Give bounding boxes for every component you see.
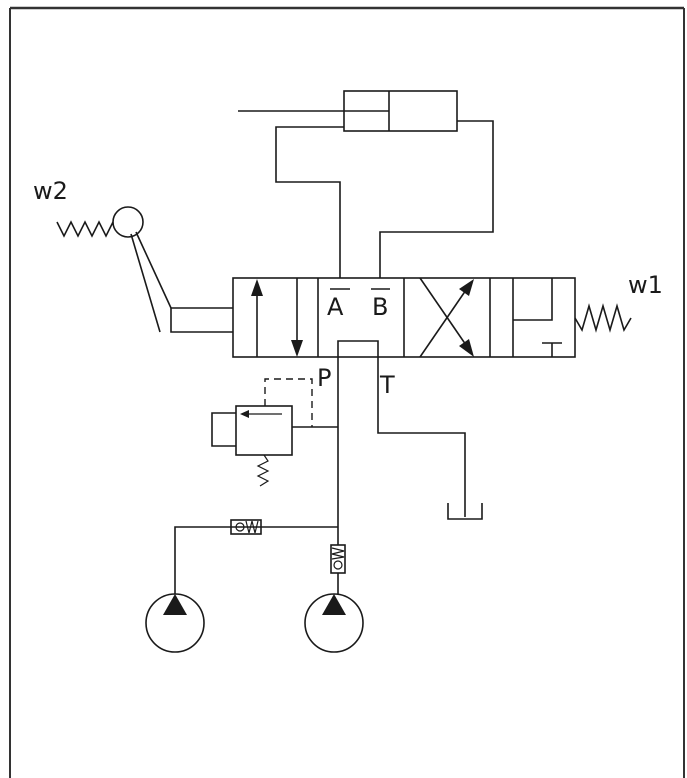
right-pump-branch — [330, 544, 346, 594]
arrow-down-icon — [291, 340, 303, 357]
envelope-parallel-flow — [251, 278, 303, 357]
relief-arrow-icon — [240, 410, 249, 418]
arrow-cross-up-icon — [459, 279, 474, 296]
envelope-cross-flow — [419, 277, 474, 358]
spring-w2-label: w2 — [33, 177, 68, 205]
double-acting-cylinder — [238, 90, 458, 132]
port-a-label: A — [327, 293, 344, 321]
relief-drain-bracket — [211, 412, 236, 447]
directional-valve — [232, 277, 576, 358]
tank-icon — [447, 503, 483, 520]
tank-return-line — [377, 357, 483, 520]
check-valve-left-icon — [230, 519, 262, 535]
port-p-label: P — [317, 364, 331, 392]
pump-right — [304, 593, 364, 653]
pump-left — [145, 593, 205, 653]
spring-w2-icon — [56, 220, 114, 238]
port-b-label: B — [372, 293, 388, 321]
lever-actuator — [56, 206, 233, 333]
left-pump-branch — [174, 519, 338, 594]
pump-right-arrow-icon — [322, 594, 346, 615]
envelope-center — [330, 288, 390, 357]
envelope-blocked — [512, 278, 562, 357]
line-cylinder-to-port-b — [379, 120, 494, 278]
frame — [9, 6, 685, 778]
arrow-cross-down-icon — [459, 339, 474, 357]
spring-w1-icon — [574, 303, 632, 333]
arrow-up-icon — [251, 279, 263, 296]
pressure-relief-valve — [211, 378, 338, 487]
relief-spring-icon — [256, 454, 270, 487]
pump-left-arrow-icon — [163, 594, 187, 615]
spring-w1-label: w1 — [628, 271, 663, 299]
line-cylinder-to-port-a — [275, 126, 344, 278]
port-t-label: T — [379, 371, 395, 399]
